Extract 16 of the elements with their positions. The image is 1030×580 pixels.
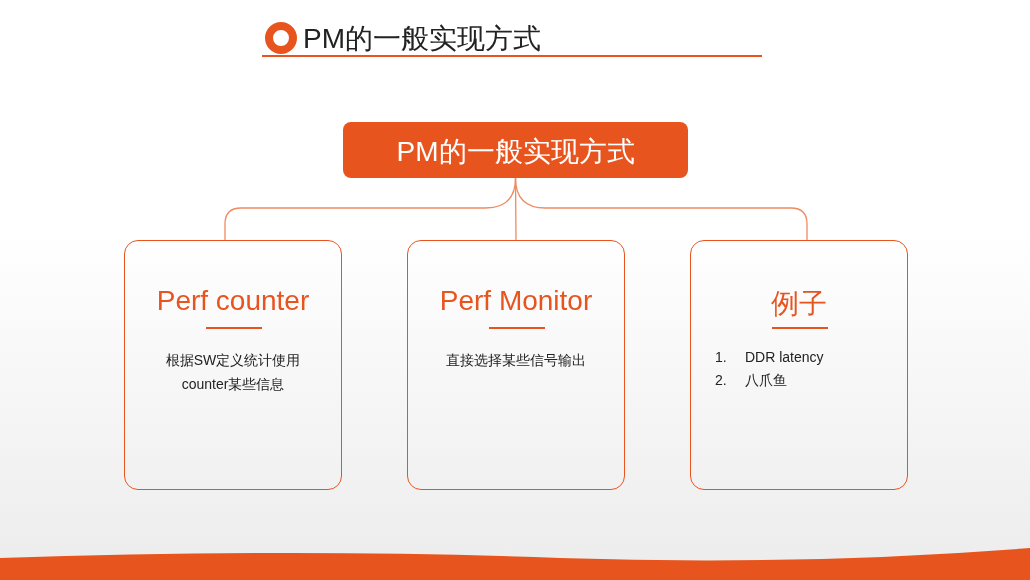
card xyxy=(124,240,342,490)
description: 直接选择某些信号输出 xyxy=(445,351,587,370)
box-title: PM的一般实现方式 xyxy=(395,135,636,169)
description: 根据SW定义统计使用counter某些信息 xyxy=(164,351,302,394)
list-number: 2. xyxy=(715,372,727,388)
card xyxy=(690,240,908,490)
list-item: DDR latency xyxy=(745,349,824,365)
card-heading: 例子 xyxy=(770,287,828,321)
card-heading: Perf counter xyxy=(155,285,311,317)
title-box xyxy=(343,122,688,178)
title: PM的一般实现方式 xyxy=(303,22,541,56)
connector xyxy=(514,177,808,241)
card xyxy=(407,240,625,490)
card-heading: Perf Monitor xyxy=(438,285,594,317)
list-number: 1. xyxy=(715,349,727,365)
list-item: 八爪鱼 xyxy=(745,372,787,390)
